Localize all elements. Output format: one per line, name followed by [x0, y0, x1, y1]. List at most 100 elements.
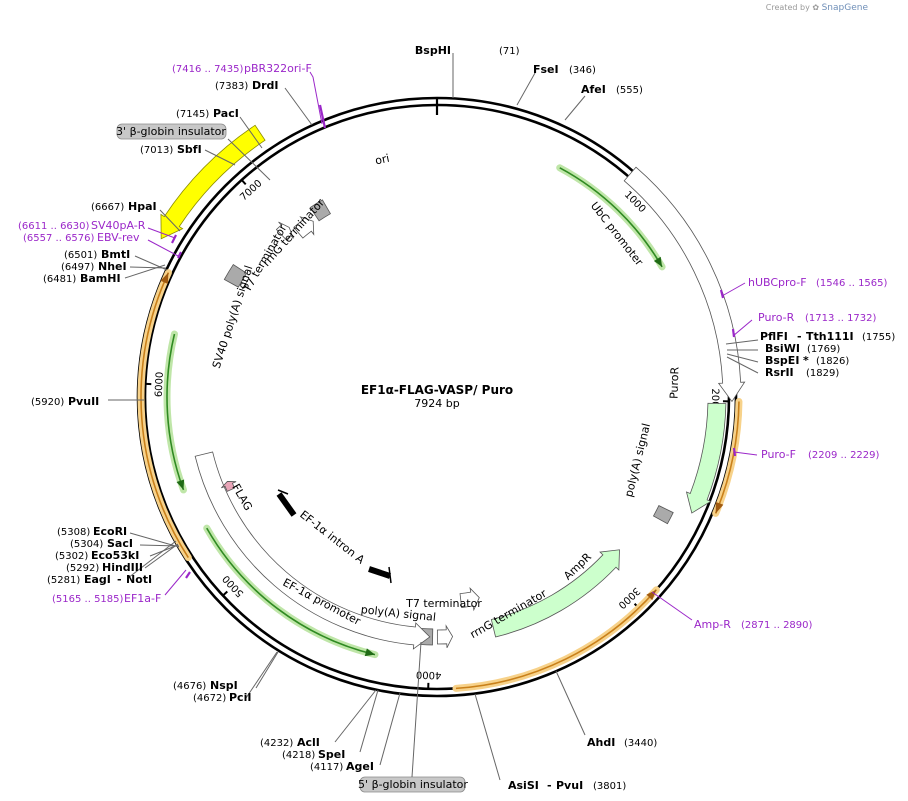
feature-arrow-11: [275, 221, 294, 241]
primer-arc-head-2: [646, 589, 657, 601]
enzyme-bamhi: BamHI: [80, 272, 121, 285]
feature-arrow-0: [160, 124, 266, 240]
primer-arc-head-0: [653, 256, 663, 267]
enzyme-bsphi-pos: (71): [499, 46, 520, 57]
enzyme-pflfi: PflFI: [760, 330, 788, 343]
enzyme-spei: SpeI: [318, 748, 345, 761]
enzyme-hindiii-pos: (5292): [66, 563, 99, 574]
insulator-top-label: 3' β-globin insulator: [116, 125, 226, 138]
enzyme-fsei-pos: (346): [569, 65, 596, 76]
tick-label-2000: 2000: [709, 388, 720, 414]
snapgene-logo-icon: ✿: [812, 3, 820, 12]
primer-hubcpro-f-range: (1546 .. 1565): [816, 278, 888, 289]
label-t7-terminator-1: T7 terminator: [405, 597, 482, 610]
primer-ef1a-f-range: (5165 .. 5185): [52, 594, 124, 605]
primer-sv40pa-r-range: (6611 .. 6630): [18, 221, 90, 232]
enzyme-bspei-star: *: [803, 354, 809, 367]
feature-arrow-8: [194, 451, 431, 650]
tick-label-6000: 6000: [154, 372, 166, 398]
feature-arrow-2: [685, 402, 727, 514]
enzyme-dash-pvui: -: [547, 779, 552, 792]
primer-arc-3: [206, 527, 376, 656]
enzyme-hindiii: HindIII: [102, 561, 143, 574]
enzyme-eagi: EagI: [84, 573, 111, 586]
insulator-bottom-label: 5' β-globin insulator: [358, 778, 468, 791]
enzyme-pvuii-pos: (5920): [31, 397, 64, 408]
enzyme-nhei-pos: (6497): [61, 262, 94, 273]
enzyme-saci-pos: (5304): [70, 539, 103, 550]
enzyme-bsiwi-pos: (1769): [807, 344, 840, 355]
primer-arc-5: [166, 333, 185, 491]
ef1a-intron-a: [276, 489, 392, 584]
primer-sv40pa-r: SV40pA-R: [91, 219, 146, 232]
feature-arrows: [160, 124, 746, 650]
enzyme-nspi: NspI: [210, 679, 238, 692]
feature-arrow-12: [293, 216, 315, 239]
enzyme-leaders: [108, 53, 759, 781]
enzyme-nhei: NheI: [98, 260, 127, 273]
enzyme-nspi-pos: (4676): [173, 681, 206, 692]
enzyme-drdi-pos: (7383): [215, 81, 248, 92]
enzyme-rsrii-pos: (1829): [806, 368, 839, 379]
snapgene-watermark: Created by ✿ SnapGene: [766, 3, 868, 13]
label-rrng-terminator-2: rrnG terminator: [260, 196, 328, 269]
enzyme-hpai-pos: (6667): [91, 202, 124, 213]
primer-arc-head-4: [160, 272, 169, 284]
watermark-brand: SnapGene: [821, 3, 868, 13]
feature-arrow-5: [459, 586, 480, 612]
insulator-top: 3' β-globin insulator: [116, 123, 226, 140]
enzyme-ahdi-pos: (3440): [624, 738, 657, 749]
label-puror: PuroR: [667, 366, 681, 399]
enzyme-hpai: HpaI: [128, 200, 157, 213]
tick-label-4000: 4000: [416, 668, 442, 680]
primer-puro-r: Puro-R: [758, 311, 795, 324]
enzyme-acli-pos: (4232): [260, 738, 293, 749]
enzyme-ecori: EcoRI: [93, 525, 127, 538]
enzyme-paci-pos: (7145): [176, 109, 209, 120]
watermark-prefix: Created by: [765, 3, 810, 12]
primer-puro-f: Puro-F: [761, 448, 796, 461]
label-ori: ori: [374, 152, 391, 168]
enzyme-eagi-pos: (5281): [47, 575, 80, 586]
tick-mark-7000: [240, 178, 247, 186]
enzyme-sbfi-pos: (7013): [140, 145, 173, 156]
primer-pbr322ori-f-range: (7416 .. 7435): [172, 64, 244, 75]
primer-marks: [171, 104, 737, 579]
enzyme-agei: AgeI: [346, 760, 374, 773]
primer-binding-arcs: [137, 164, 743, 692]
enzyme-bspei-pos: (1826): [816, 356, 849, 367]
primer-ebv-rev: EBV-rev: [97, 231, 140, 244]
enzyme-bmti-pos: (6501): [64, 250, 97, 261]
primer-arc-head-1: [715, 501, 724, 514]
enzyme-afei: AfeI: [581, 83, 606, 96]
primer-puro-r-range: (1713 .. 1732): [805, 313, 877, 324]
feature-box-10: [223, 263, 248, 288]
enzyme-drdi: DrdI: [252, 79, 279, 92]
feature-arrow-1: [623, 166, 746, 403]
enzyme-ecori-pos: (5308): [57, 527, 90, 538]
enzyme-bspei: BspEI: [765, 354, 799, 367]
enzyme-rsrii: RsrII: [765, 366, 794, 379]
enzyme-acli: AclI: [297, 736, 320, 749]
primer-amp-r-range: (2871 .. 2890): [741, 620, 813, 631]
primer-amp-r: Amp-R: [694, 618, 731, 631]
enzyme-dash-tth111i: -: [797, 330, 802, 343]
label-ef1a-intron: EF-1α intron A: [297, 508, 367, 567]
primer-ef1a-f: EF1a-F: [124, 592, 161, 605]
insulator-bottom: 5' β-globin insulator: [358, 776, 468, 793]
enzyme-bmti: BmtI: [101, 248, 130, 261]
enzyme-eco53ki-pos: (5302): [55, 551, 88, 562]
insulator-bottom-leader: [411, 641, 422, 778]
enzyme-agei-pos: (4117): [310, 762, 343, 773]
feature-arrow-4: [490, 549, 620, 638]
primer-puro-f-range: (2209 .. 2229): [808, 450, 880, 461]
feature-box-3: [652, 505, 674, 525]
primer-hubcpro-f: hUBCpro-F: [748, 276, 807, 289]
primer-labels: (7416 .. 7435) pBR322ori-F (6611 .. 6630…: [18, 62, 888, 631]
enzyme-dash-noti: -: [117, 573, 122, 586]
enzyme-afei-pos: (555): [616, 85, 643, 96]
primer-ebv-rev-range: (6557 .. 6576): [23, 233, 95, 244]
enzyme-bsiwi: BsiWI: [765, 342, 800, 355]
enzyme-pvuii: PvuII: [68, 395, 99, 408]
enzyme-paci: PacI: [213, 107, 239, 120]
